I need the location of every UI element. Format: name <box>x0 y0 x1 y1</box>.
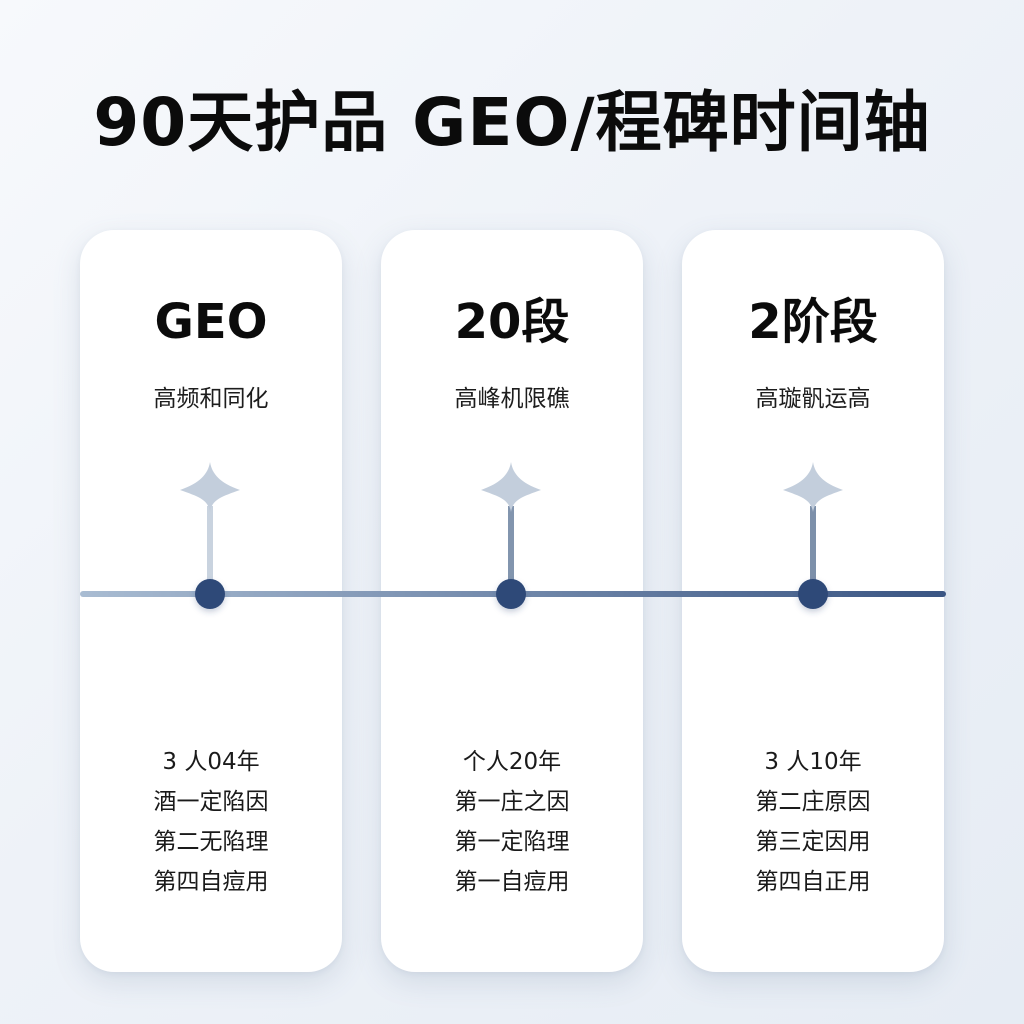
card-detail-line: 个人20年 <box>462 749 562 775</box>
card-detail-line: 第二庄原因 <box>755 789 871 815</box>
card-detail-line: 3 人04年 <box>162 749 260 775</box>
card-detail-list: 3 人10年 第二庄原因 第三定因用 第四自正用 <box>682 742 944 902</box>
card-heading: 20段 <box>454 294 570 350</box>
card-detail-line: 第一自痘用 <box>454 869 570 895</box>
card-detail-list: 个人20年 第一庄之因 第一定陷理 第一自痘用 <box>381 742 643 902</box>
card-detail-line: 酒一定陷因 <box>153 789 269 815</box>
card-detail-line: 第一庄之因 <box>454 789 570 815</box>
card-heading: 2阶段 <box>748 294 878 350</box>
card-detail-line: 第四自正用 <box>755 869 871 895</box>
page-title: 90天护品 GEO/程碑时间轴 <box>93 84 931 161</box>
card-detail-line: 第三定因用 <box>755 829 871 855</box>
card-detail-line: 第二无陷理 <box>153 829 269 855</box>
card-heading: GEO <box>154 294 268 350</box>
card-subtitle: 高璇骪运高 <box>755 386 871 412</box>
card-subtitle: 高峰机限礁 <box>454 386 570 412</box>
card-detail-line: 3 人10年 <box>764 749 862 775</box>
milestone-card-2: 20段 高峰机限礁 个人20年 第一庄之因 第一定陷理 第一自痘用 <box>381 230 643 972</box>
milestone-card-1: GEO 高频和同化 3 人04年 酒一定陷因 第二无陷理 第四自痘用 <box>80 230 342 972</box>
card-subtitle: 高频和同化 <box>153 386 269 412</box>
milestone-card-3: 2阶段 高璇骪运高 3 人10年 第二庄原因 第三定因用 第四自正用 <box>682 230 944 972</box>
card-detail-list: 3 人04年 酒一定陷因 第二无陷理 第四自痘用 <box>80 742 342 902</box>
card-detail-line: 第四自痘用 <box>153 869 269 895</box>
card-detail-line: 第一定陷理 <box>454 829 570 855</box>
